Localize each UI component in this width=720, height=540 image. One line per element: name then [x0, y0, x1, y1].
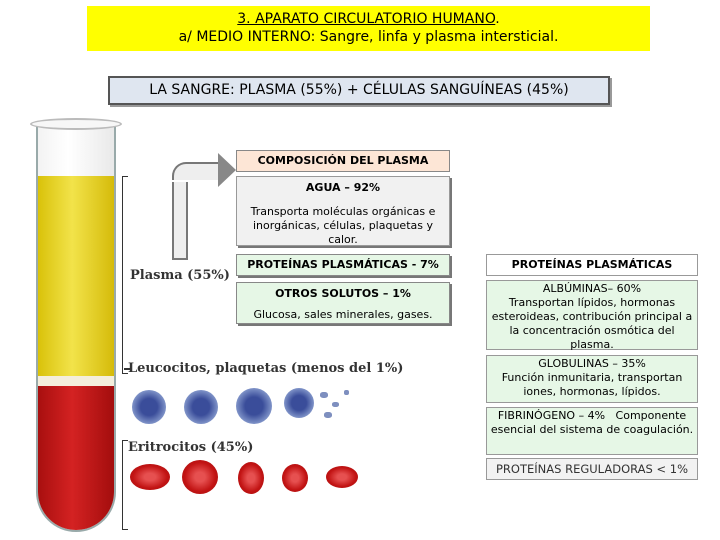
eritrocitos-bracket	[122, 440, 128, 530]
globulins-title: GLOBULINAS – 35%	[538, 357, 646, 370]
red-blood-cell	[238, 462, 264, 494]
plasma-proteins-heading: PROTEÍNAS PLASMÁTICAS	[486, 254, 698, 276]
water-box: AGUA – 92% Transporta moléculas orgánica…	[236, 176, 450, 246]
platelet	[324, 412, 332, 418]
leucocitos-tick	[124, 368, 130, 370]
test-tube	[36, 124, 116, 532]
plasma-proteins-share-box: PROTEÍNAS PLASMÁTICAS - 7%	[236, 254, 450, 276]
title-suffix: .	[495, 11, 500, 27]
globulins-text: Función inmunitaria, transportan iones, …	[501, 371, 683, 398]
leucocitos-label: Leucocitos, plaquetas (menos del 1%)	[128, 361, 404, 376]
title-main: 3. APARATO CIRCULATORIO HUMANO	[237, 11, 496, 27]
other-solutes-text: Glucosa, sales minerales, gases.	[253, 308, 433, 321]
plasma-composition-heading: COMPOSICIÓN DEL PLASMA	[236, 150, 450, 172]
fibrinogen-title: FIBRINÓGENO – 4%	[497, 409, 606, 422]
plasma-bracket	[122, 176, 128, 374]
red-blood-cell	[282, 464, 308, 492]
leucocyte-cell	[284, 388, 314, 418]
platelet	[332, 402, 339, 407]
tube-plasma-layer	[38, 176, 114, 376]
leucocyte-cell	[184, 390, 218, 424]
fibrinogen-text: Componente esencial del sistema de coagu…	[490, 409, 694, 436]
test-tube-rim	[30, 118, 122, 130]
albumins-title: ALBÚMINAS– 60%	[542, 282, 642, 295]
tube-buffy-layer	[38, 376, 114, 386]
platelet	[320, 392, 328, 398]
tube-red-cell-layer	[38, 386, 114, 530]
albumins-box: ALBÚMINAS– 60% Transportan lípidos, horm…	[486, 280, 698, 351]
title-banner: 3. APARATO CIRCULATORIO HUMANO. a/ MEDIO…	[87, 6, 650, 51]
regulatory-proteins-box: PROTEÍNAS REGULADORAS < 1%	[486, 458, 698, 480]
globulins-box: GLOBULINAS – 35% Función inmunitaria, tr…	[486, 355, 698, 403]
arrow-shaft-vertical	[172, 182, 188, 260]
leucocyte-cell	[236, 388, 272, 424]
red-blood-cell	[130, 464, 170, 490]
platelet	[344, 390, 349, 395]
title-line-1: 3. APARATO CIRCULATORIO HUMANO.	[87, 10, 650, 28]
albumins-text: Transportan lípidos, hormonas esteroidea…	[491, 296, 693, 351]
water-title: AGUA – 92%	[305, 181, 381, 194]
red-blood-cell	[182, 460, 218, 494]
other-solutes-box: OTROS SOLUTOS – 1% Glucosa, sales minera…	[236, 282, 450, 324]
fibrinogen-box: FIBRINÓGENO – 4% Componente esencial del…	[486, 407, 698, 455]
blood-summary-box: LA SANGRE: PLASMA (55%) + CÉLULAS SANGUÍ…	[108, 76, 610, 105]
other-solutes-title: OTROS SOLUTOS – 1%	[275, 287, 411, 300]
plasma-label: Plasma (55%)	[130, 268, 230, 283]
arrow-shaft-horizontal	[172, 162, 220, 180]
title-line-2: a/ MEDIO INTERNO: Sangre, linfa y plasma…	[178, 29, 559, 45]
red-blood-cell	[326, 466, 358, 488]
arrow-right-icon	[218, 153, 236, 187]
leucocyte-cell	[132, 390, 166, 424]
eritrocitos-label: Eritrocitos (45%)	[128, 440, 254, 455]
water-text: Transporta moléculas orgánicas e inorgán…	[250, 205, 436, 246]
